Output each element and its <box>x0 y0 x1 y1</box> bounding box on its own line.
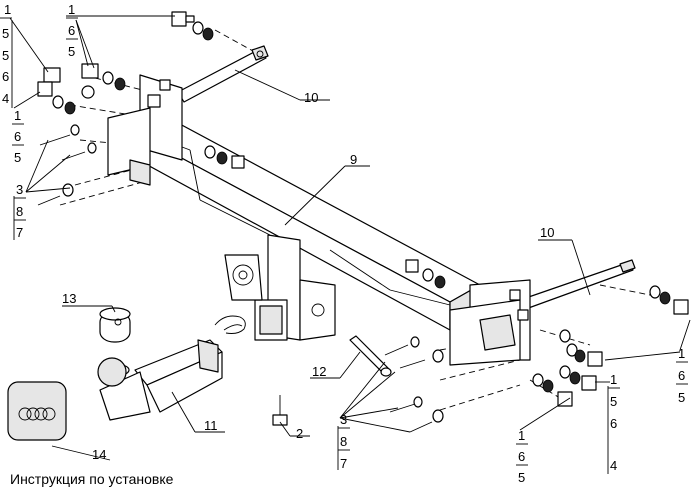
callout-10-right: 10 <box>540 225 554 240</box>
callout-12: 12 <box>312 364 326 379</box>
callout-11: 11 <box>204 418 218 433</box>
callout-1-left: 1 <box>4 2 11 17</box>
callout-5-right-b: 5 <box>678 390 685 405</box>
callout-13: 13 <box>62 291 76 306</box>
callout-5-left-a: 5 <box>2 26 9 41</box>
callout-3-left: 3 <box>16 182 23 197</box>
callout-6-mid: 6 <box>14 129 21 144</box>
center-receiver <box>224 234 336 341</box>
callout-5-mid: 5 <box>14 150 21 165</box>
callout-underlines <box>0 17 688 474</box>
callout-labels: 1 6 5 1 5 5 6 4 1 6 5 3 8 7 10 9 10 13 1… <box>2 2 685 485</box>
tow-ball <box>99 307 131 343</box>
callout-8-left: 8 <box>16 204 23 219</box>
fasteners-right <box>384 259 689 433</box>
callout-6-bottom: 6 <box>518 449 525 464</box>
pin-and-clip <box>214 315 392 377</box>
callout-7-bottom: 7 <box>340 456 347 471</box>
callout-1-mid: 1 <box>14 108 21 123</box>
right-end-plate <box>449 279 531 366</box>
left-end-plate <box>107 74 183 186</box>
callout-10-top: 10 <box>304 90 318 105</box>
fasteners-top <box>37 11 245 206</box>
ball-mount <box>97 339 223 421</box>
callout-5-right-a: 5 <box>610 394 617 409</box>
callout-5-top: 5 <box>68 44 75 59</box>
callout-1-bottom: 1 <box>518 428 525 443</box>
callout-9: 9 <box>350 152 357 167</box>
callout-6-left: 6 <box>2 69 9 84</box>
callout-5-bottom: 5 <box>518 470 525 485</box>
leader-lines <box>9 15 691 461</box>
callout-6-right: 6 <box>610 416 617 431</box>
callout-2: 2 <box>296 426 303 441</box>
callout-4-left: 4 <box>2 91 9 106</box>
callout-1-right-mid: 1 <box>610 372 617 387</box>
callout-1-right: 1 <box>678 346 685 361</box>
callout-6-right-b: 6 <box>678 368 685 383</box>
audi-emblem <box>7 381 67 441</box>
bolt-2 <box>272 395 288 426</box>
callout-7-left: 7 <box>16 225 23 240</box>
left-mounting-arm <box>177 45 269 103</box>
callout-6-top: 6 <box>68 23 75 38</box>
caption-text: Инструкция по установке <box>10 471 174 487</box>
callout-1-top: 1 <box>68 2 75 17</box>
callout-3-bottom: 3 <box>340 412 347 427</box>
callout-8-bottom: 8 <box>340 434 347 449</box>
callout-14: 14 <box>92 447 106 462</box>
right-mounting-arm <box>519 259 636 311</box>
callout-4-right: 4 <box>610 458 617 473</box>
callout-5-left-b: 5 <box>2 48 9 63</box>
